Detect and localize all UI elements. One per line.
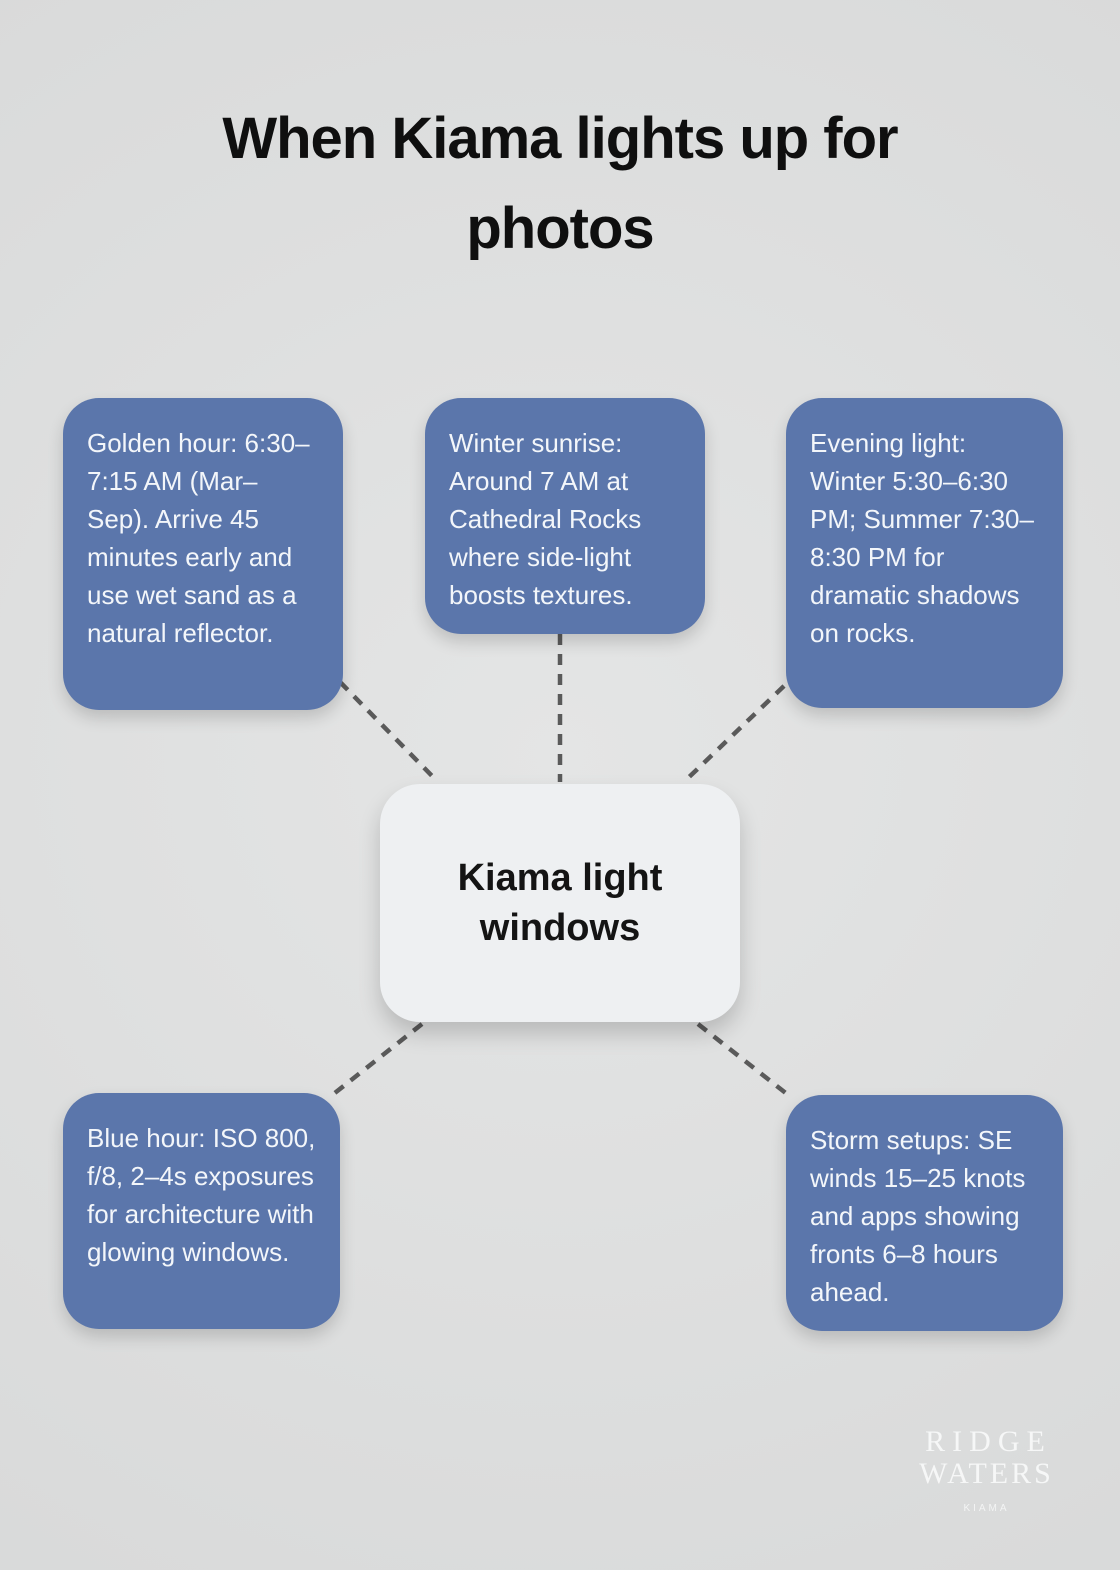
node-evening-light-text: Evening light: Winter 5:30–6:30 PM; Summ… [810,428,1034,648]
node-golden-hour-text: Golden hour: 6:30–7:15 AM (Mar–Sep). Arr… [87,428,310,648]
node-golden-hour: Golden hour: 6:30–7:15 AM (Mar–Sep). Arr… [63,398,343,710]
node-winter-sunrise: Winter sunrise: Around 7 AM at Cathedral… [425,398,705,634]
node-blue-hour-text: Blue hour: ISO 800, f/8, 2–4s exposures … [87,1123,316,1267]
center-node-label: Kiama light windows [457,857,663,949]
node-winter-sunrise-text: Winter sunrise: Around 7 AM at Cathedral… [449,428,642,610]
page-title: When Kiama lights up for photos [222,106,898,261]
connector-storm-setups [696,1022,794,1100]
node-storm-setups: Storm setups: SE winds 15–25 knots and a… [786,1095,1063,1331]
node-storm-setups-text: Storm setups: SE winds 15–25 knots and a… [810,1125,1026,1307]
connector-golden-hour [338,680,438,782]
connector-evening-light [684,684,786,782]
logo-word-waters: WATERS [919,1457,1054,1490]
center-node: Kiama light windows [380,784,740,1022]
logo-word-ridge: RIDGE [925,1425,1052,1458]
node-blue-hour: Blue hour: ISO 800, f/8, 2–4s exposures … [63,1093,340,1329]
ridge-waters-logo: RIDGE WATERS KIAMA [900,1426,1070,1515]
logo-tagline-kiama: KIAMA [963,1503,1010,1514]
connector-blue-hour [329,1022,424,1098]
node-evening-light: Evening light: Winter 5:30–6:30 PM; Summ… [786,398,1063,708]
